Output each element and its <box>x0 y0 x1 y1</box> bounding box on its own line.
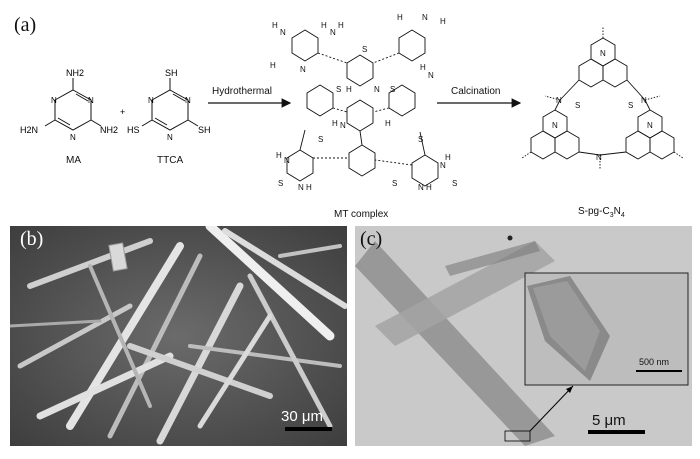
ma-n-2: N <box>88 96 94 105</box>
panel-b-label: (b) <box>20 228 44 250</box>
svg-text:N: N <box>340 121 346 130</box>
mt-complex-structure <box>286 29 439 187</box>
svg-text:H: H <box>397 13 403 22</box>
svg-text:N: N <box>596 153 602 162</box>
spgc3n4-atom-labels: N N S S N N N N <box>552 49 653 162</box>
reaction-scheme: NH2 H2N NH2 N N N + SH HS SH N N N <box>20 13 684 192</box>
spgc3n4-structure <box>521 26 684 170</box>
svg-text:N: N <box>374 85 380 94</box>
svg-text:N: N <box>284 156 290 165</box>
svg-text:N: N <box>428 71 434 80</box>
ma-h2n-left: H2N <box>20 125 38 135</box>
svg-text:S: S <box>418 135 423 144</box>
ttca-hs-left: HS <box>127 125 140 135</box>
ttca-n-3: N <box>167 133 173 142</box>
panel-a-label: (a) <box>14 14 37 36</box>
panel-c-label: (c) <box>360 228 383 250</box>
svg-text:H: H <box>270 61 276 70</box>
svg-text:S: S <box>628 101 633 110</box>
svg-text:S: S <box>336 85 341 94</box>
svg-text:N: N <box>647 121 653 130</box>
ma-nh2-right: NH2 <box>100 125 118 135</box>
svg-text:N: N <box>298 183 304 192</box>
svg-text:H: H <box>321 21 327 30</box>
panel-c-scale-label: 5 μm <box>592 412 626 429</box>
calcination-label: Calcination <box>451 86 501 97</box>
svg-text:H: H <box>445 153 451 162</box>
panel-c-tem-image: (c) 500 nm 5 μm <box>355 226 692 446</box>
panel-b-scale-label: 30 μm <box>281 408 323 425</box>
svg-text:N: N <box>552 121 558 130</box>
svg-text:N: N <box>600 49 606 58</box>
svg-text:N: N <box>422 13 428 22</box>
ttca-n-2: N <box>185 96 191 105</box>
svg-text:S: S <box>575 101 580 110</box>
ma-n-3: N <box>70 133 76 142</box>
svg-text:H: H <box>426 183 432 192</box>
ttca-molecule <box>141 78 199 131</box>
panel-a: (a) NH2 H2N NH2 N N N + <box>0 0 700 225</box>
svg-text:S: S <box>392 179 397 188</box>
ttca-label: TTCA <box>157 155 184 166</box>
ma-label: MA <box>66 155 81 166</box>
panel-b-sem-image: (b) 30 μm <box>10 226 347 446</box>
tem-structure <box>355 226 692 446</box>
sem-fibers <box>10 226 347 446</box>
svg-text:N: N <box>556 96 562 105</box>
ttca-sh-top: SH <box>165 68 178 78</box>
svg-text:H: H <box>272 21 278 30</box>
svg-text:S: S <box>390 85 395 94</box>
svg-text:H: H <box>306 183 312 192</box>
svg-text:H: H <box>276 151 282 160</box>
svg-text:N: N <box>300 65 306 74</box>
hydrothermal-label: Hydrothermal <box>212 86 273 97</box>
svg-text:N: N <box>330 28 336 37</box>
svg-text:N: N <box>440 161 446 170</box>
spgc3n4-label: S-pg-C3N4 <box>578 206 625 219</box>
svg-text:N: N <box>641 96 647 105</box>
panel-c-inset-scale-label: 500 nm <box>639 357 670 367</box>
svg-text:H: H <box>346 85 352 94</box>
svg-text:H: H <box>420 63 426 72</box>
plus-sign: + <box>120 107 125 117</box>
svg-text:H: H <box>385 119 391 128</box>
svg-text:H: H <box>332 119 338 128</box>
ttca-sh-right: SH <box>198 125 211 135</box>
svg-text:S: S <box>278 179 283 188</box>
ttca-n-1: N <box>148 96 154 105</box>
svg-text:H: H <box>338 21 344 30</box>
svg-text:H: H <box>440 17 446 26</box>
mt-atom-labels: H N H N H H N H S H N H N S S H N H N H … <box>270 13 457 192</box>
ma-n-1: N <box>51 96 57 105</box>
svg-text:S: S <box>318 135 323 144</box>
svg-text:S: S <box>362 45 367 54</box>
mt-complex-label: MT complex <box>334 209 389 220</box>
svg-text:N: N <box>280 28 286 37</box>
svg-text:N: N <box>418 183 424 192</box>
svg-text:S: S <box>452 179 457 188</box>
ma-nh2-top: NH2 <box>66 68 84 78</box>
ma-molecule <box>44 78 102 131</box>
